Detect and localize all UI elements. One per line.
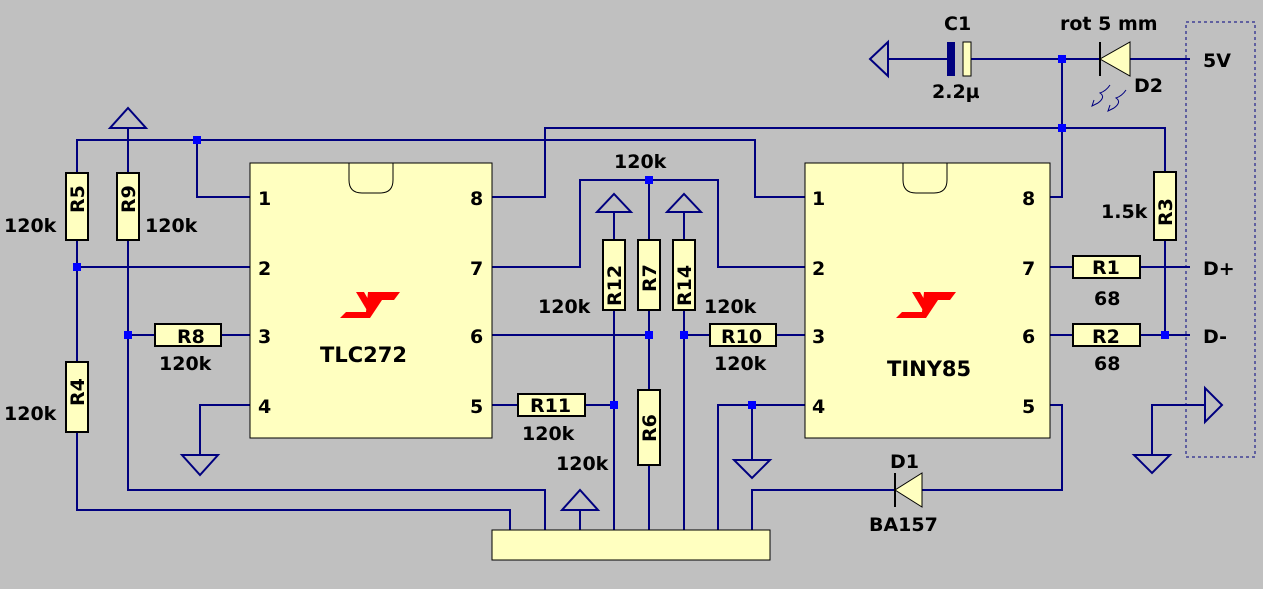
r6-value: 120k [556, 453, 609, 475]
r7-value: 120k [614, 151, 667, 173]
resistor-r2: R2 68 [1072, 323, 1141, 375]
tlc-pin-7: 7 [470, 258, 483, 280]
resistor-r8: R8 120k [154, 323, 222, 375]
r4-value: 120k [4, 403, 57, 425]
ic-tlc272: TLC272 1 2 3 4 5 6 7 8 [249, 162, 493, 439]
vcc-r12-icon [594, 192, 634, 213]
r3-ref: R3 [1155, 198, 1177, 226]
tlc-pin-4: 4 [258, 396, 271, 418]
resistor-r1: R1 68 [1072, 255, 1141, 310]
r8-value: 120k [159, 353, 212, 375]
c1-value: 2.2µ [932, 81, 980, 103]
r5-ref: R5 [67, 185, 89, 213]
r14-value: 120k [704, 296, 757, 318]
r9-value: 120k [145, 215, 198, 237]
d2-ref: D2 [1134, 75, 1163, 97]
resistor-r5: R5 120k [4, 172, 89, 241]
resistor-r11: R11 120k [517, 393, 586, 445]
r1-value: 68 [1094, 288, 1120, 310]
resistor-r10: R10 120k [709, 323, 777, 375]
lt-logo-icon [896, 292, 956, 318]
resistor-r4: R4 120k [4, 361, 89, 433]
usb-shield-icon [1204, 385, 1224, 425]
r7-ref: R7 [639, 264, 661, 292]
r2-ref: R2 [1092, 326, 1120, 348]
capacitor-c1: C1 2.2µ [932, 13, 980, 103]
d1-value: BA157 [869, 514, 938, 536]
r4-ref: R4 [67, 378, 89, 406]
ic-tiny85: TINY85 1 2 3 4 5 6 7 8 [804, 162, 1051, 439]
resistor-r3: R3 1.5k [1101, 171, 1177, 241]
vcc-connector-icon [559, 488, 601, 511]
resistor-r14: R14 120k [672, 239, 757, 318]
tiny-pin-4: 4 [812, 396, 825, 418]
led-d2: D2 rot 5 mm [1060, 13, 1163, 112]
r10-value: 120k [714, 353, 767, 375]
r5-value: 120k [4, 215, 57, 237]
tiny-pin-2: 2 [812, 258, 825, 280]
r8-ref: R8 [177, 326, 205, 348]
junctions [73, 55, 1169, 409]
ground-c1-icon [868, 39, 889, 79]
usb-connector-box [1185, 21, 1256, 458]
wire-top-rail [76, 139, 805, 198]
pin-header-connector [491, 529, 771, 561]
diode-d1: D1 BA157 [869, 451, 938, 536]
tiny-pin-5: 5 [1022, 396, 1035, 418]
net-5v-label: 5V [1203, 50, 1231, 72]
tiny-pin-6: 6 [1022, 326, 1035, 348]
tiny-pin-8: 8 [1022, 188, 1035, 210]
tiny-pin-7: 7 [1022, 258, 1035, 280]
tlc-pin-6: 6 [470, 326, 483, 348]
tiny-pin-3: 3 [812, 326, 825, 348]
resistor-r9: R9 120k [116, 172, 198, 241]
power-symbols [107, 39, 1224, 511]
resistor-r6: R6 120k [556, 389, 661, 475]
light-emission-icon [1091, 84, 1127, 112]
net-dplus-label: D+ [1203, 258, 1235, 280]
r6-ref: R6 [639, 414, 661, 442]
ground-usb-icon [1131, 454, 1173, 475]
wire-tlc-pin1 [196, 140, 250, 198]
wire-r9-connector [127, 240, 546, 530]
d2-value: rot 5 mm [1060, 13, 1158, 35]
tlc-pin-2: 2 [258, 258, 271, 280]
r11-ref: R11 [530, 395, 571, 417]
r11-value: 120k [522, 423, 575, 445]
d1-ref: D1 [890, 451, 919, 473]
r9-ref: R9 [118, 185, 140, 213]
vcc-r14-icon [664, 192, 704, 213]
tlc-pin-3: 3 [258, 326, 271, 348]
resistor-r7: R7 120k [614, 151, 667, 311]
ground-tiny-icon [731, 459, 773, 480]
lt-logo-icon [340, 292, 400, 318]
ground-tlc-icon [179, 454, 221, 477]
resistor-r12: R12 120k [538, 239, 626, 318]
tlc-pin-1: 1 [258, 188, 271, 210]
r10-ref: R10 [721, 326, 762, 348]
tlc-pin-5: 5 [470, 396, 483, 418]
r12-value: 120k [538, 296, 591, 318]
wire-pin8-rail [492, 127, 1166, 198]
r1-ref: R1 [1092, 257, 1120, 279]
c1-ref: C1 [944, 13, 971, 35]
ic-tlc272-name: TLC272 [320, 343, 407, 367]
net-dminus-label: D- [1203, 326, 1227, 348]
tiny-pin-1: 1 [812, 188, 825, 210]
r14-ref: R14 [674, 265, 696, 306]
wire-r4-connector [76, 432, 511, 530]
r3-value: 1.5k [1101, 201, 1148, 223]
vcc-r9-icon [107, 106, 149, 129]
r2-value: 68 [1094, 353, 1120, 375]
tlc-pin-8: 8 [470, 188, 483, 210]
ic-tiny85-name: TINY85 [887, 357, 971, 381]
r12-ref: R12 [604, 265, 626, 306]
